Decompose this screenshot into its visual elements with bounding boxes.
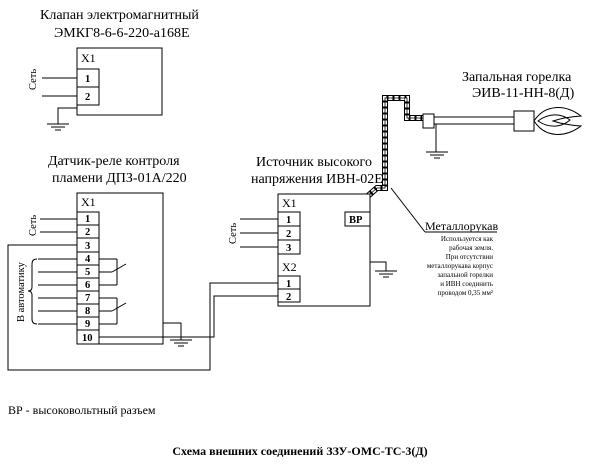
igniter-title-line2: ЭИВ-11-НН-8(Д) xyxy=(472,86,575,101)
flame-icon xyxy=(533,107,583,135)
valve-pin-1: 1 xyxy=(85,74,90,85)
svg-text:Используется как: Используется как xyxy=(441,235,494,243)
svg-text:запальной горелки: запальной горелки xyxy=(437,271,493,279)
sensor-pin-3: 3 xyxy=(85,241,90,252)
svg-text:металлорукава корпус: металлорукава корпус xyxy=(427,262,493,270)
hose-title: Металлорукав xyxy=(425,219,498,233)
hv-connector1-label: X1 xyxy=(282,196,297,210)
igniter-tube xyxy=(433,116,515,125)
sensor-title-line1: Датчик-реле контроля xyxy=(48,154,180,169)
hv-x1-pin-2: 2 xyxy=(286,229,291,240)
hv-x1-pin-3: 3 xyxy=(286,243,291,254)
valve-mains-label: Сеть xyxy=(28,69,39,90)
relay-contact-icon xyxy=(99,258,127,325)
sensor-mains-label: Сеть xyxy=(28,215,39,236)
hv-x2-pin-1: 1 xyxy=(286,279,291,290)
hose-leader-line xyxy=(390,187,426,233)
sensor-pin-4: 4 xyxy=(85,254,91,265)
sensor-pin-8: 8 xyxy=(85,306,90,317)
sensor-pin-dividers xyxy=(77,224,99,331)
sensor-title-line2: пламени ДПЗ-01А/220 xyxy=(52,171,187,186)
svg-text:рабочая земля.: рабочая земля. xyxy=(449,244,493,252)
hv-port-box xyxy=(344,211,371,227)
igniter-electrode-block xyxy=(422,113,435,129)
sensor-pin-6: 6 xyxy=(85,280,90,291)
sensor-pin-7: 7 xyxy=(85,293,90,304)
hv-title-line2: напряжения ИВН-02Е xyxy=(251,172,383,187)
sensor-pin-10: 10 xyxy=(82,333,93,344)
valve-title-line1: Клапан электромагнитный xyxy=(40,8,199,23)
igniter-title-line1: Запальная горелка xyxy=(462,70,572,85)
valve-title-line2: ЭМКГ8-6-6-220-а168Е xyxy=(54,26,190,41)
hv-mains-label: Сеть xyxy=(228,223,239,244)
hose-note: Используется как рабочая земля. При отсу… xyxy=(427,235,494,297)
sensor-pin-2: 2 xyxy=(85,227,90,238)
valve-connector-label: X1 xyxy=(81,51,96,65)
sensor-connector-label: X1 xyxy=(81,195,96,209)
igniter-nozzle xyxy=(513,110,535,132)
hv-port-label: ВР xyxy=(349,215,363,226)
hv-x2-pin-2: 2 xyxy=(286,292,291,303)
hv-x1-pin-1: 1 xyxy=(286,215,291,226)
svg-text:проводом 0,35 мм²: проводом 0,35 мм² xyxy=(438,289,493,297)
svg-text:При отсутствии: При отсутствии xyxy=(446,253,493,261)
diagram-caption: Схема внешних соединений ЗЗУ-ОМС-ТС-3(Д) xyxy=(172,444,427,458)
automation-brace xyxy=(27,258,38,325)
legend-text: ВР - высоковольтный разъем xyxy=(8,403,156,417)
sensor-automation-label: В автоматику xyxy=(16,261,27,322)
sensor-pin-9: 9 xyxy=(85,319,90,330)
hv-connector2-label: X2 xyxy=(282,260,297,274)
valve-pin-2: 2 xyxy=(85,92,90,103)
sensor-pin-5: 5 xyxy=(85,267,90,278)
hv-title-line1: Источник высокого xyxy=(256,155,372,170)
sensor-pin-1: 1 xyxy=(85,214,90,225)
svg-text:и ИВН соединить: и ИВН соединить xyxy=(440,280,493,288)
